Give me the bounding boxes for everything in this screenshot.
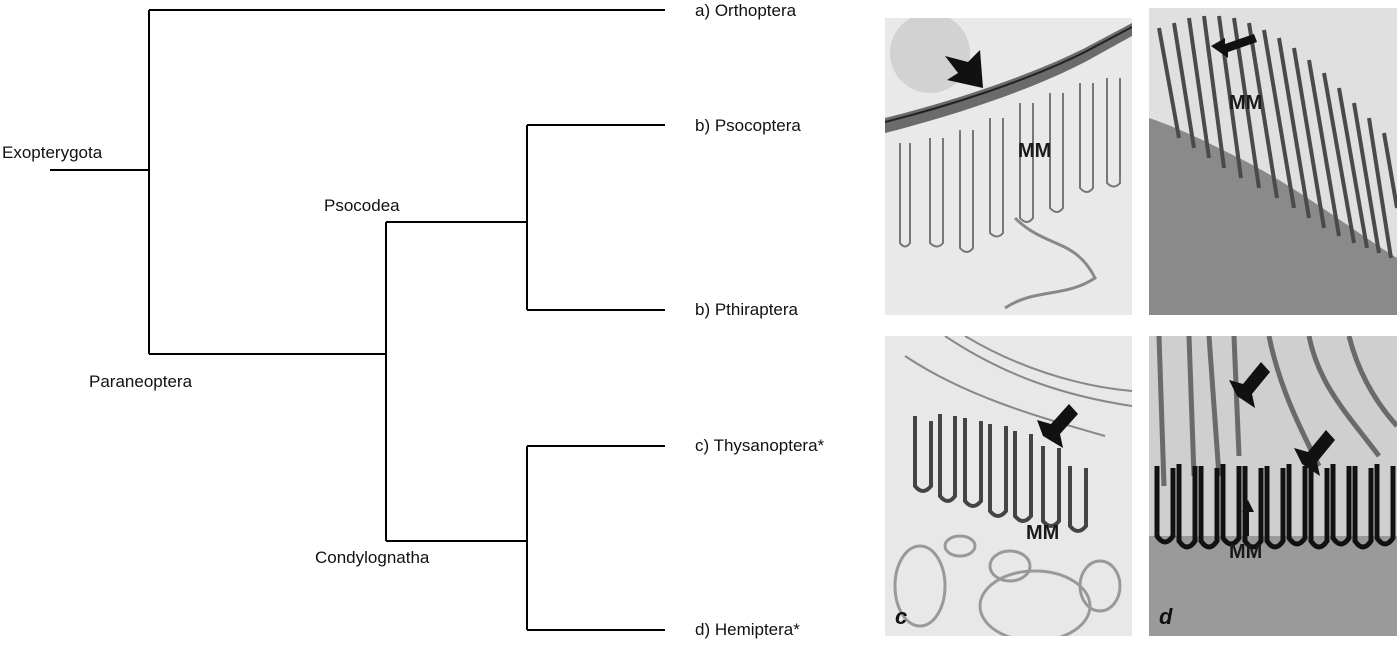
micrograph-panel-d: MM d: [1149, 336, 1397, 636]
micrograph-panel-a: MM: [885, 18, 1132, 315]
annotation-mm-a: MM: [1018, 140, 1052, 162]
panel-letter-c: c: [895, 604, 908, 629]
panel-letter-d: d: [1159, 604, 1173, 629]
arrow-icon: [1037, 404, 1078, 448]
micrograph-panel-b: MM: [1149, 8, 1397, 315]
taxon-pthiraptera: b) Pthiraptera: [695, 300, 798, 319]
annotation-mm-d: MM: [1229, 541, 1263, 563]
taxon-psocoptera: b) Psocoptera: [695, 116, 801, 135]
phylogenetic-tree: [50, 9, 665, 631]
annotation-mm-c: MM: [1026, 522, 1060, 544]
label-exopterygota: Exopterygota: [2, 143, 103, 162]
label-condylognatha: Condylognatha: [315, 548, 430, 567]
arrow-icon: [1211, 34, 1257, 58]
label-paraneoptera: Paraneoptera: [89, 372, 193, 391]
taxon-orthoptera: a) Orthoptera: [695, 1, 797, 20]
arrow-icon: [1242, 500, 1254, 512]
arrow-icon: [945, 50, 983, 88]
taxon-hemiptera: d) Hemiptera*: [695, 620, 800, 639]
annotation-mm-b: MM: [1229, 92, 1263, 114]
micrograph-panel-c: MM c: [885, 336, 1132, 636]
arrow-icon: [1229, 362, 1270, 408]
arrow-icon: [1294, 430, 1335, 476]
taxon-thysanoptera: c) Thysanoptera*: [695, 436, 825, 455]
label-psocodea: Psocodea: [324, 196, 400, 215]
